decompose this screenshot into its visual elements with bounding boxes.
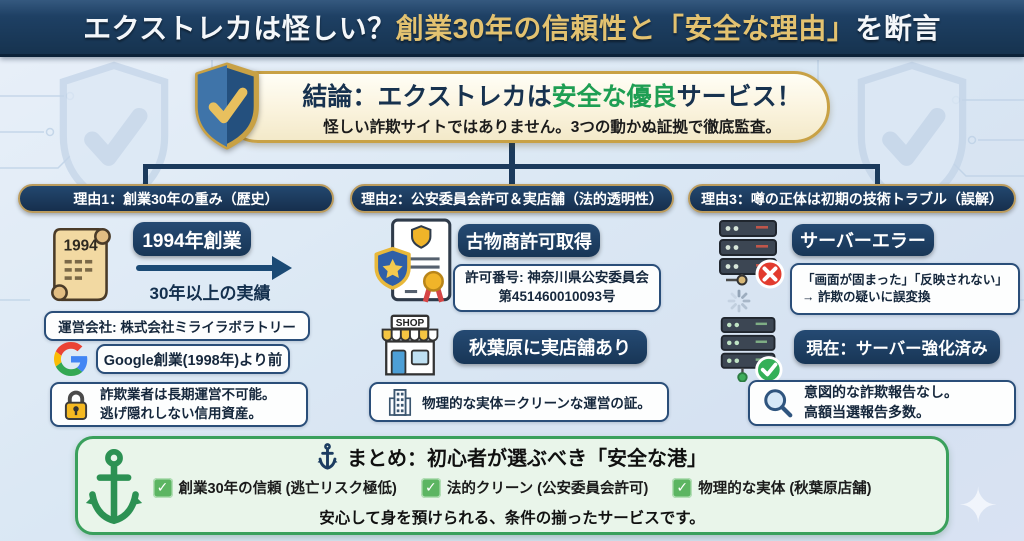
fraud-note-box: 詐欺業者は長期運営不可能。 逃げ隠れしない信用資産。 (50, 382, 308, 427)
permit-line2: 第451460010093号 (498, 289, 616, 304)
report-note-line1: 意図的な詐欺報告なし。 (804, 384, 958, 401)
summary-box (75, 436, 949, 535)
report-note-text: 意図的な詐欺報告なし。 高額当選報告多数。 (804, 383, 958, 422)
report-note-box: 意図的な詐欺報告なし。 高額当選報告多数。 (748, 380, 1016, 426)
conclusion-banner: 結論：エクストレカは安全な優良サービス！ 怪しい詐欺サイトではありません。3つの… (222, 71, 830, 143)
title-part-3: を断言 (855, 13, 941, 44)
shop-storefront-icon: SHOP (381, 314, 439, 376)
summary-check-item: ✓ 物理的な実体 (秋葉原店舗) (672, 477, 871, 498)
rumor-quote-line2: → 詐欺の疑いに誤変換 (802, 290, 931, 304)
conclusion-title: 結論：エクストレカは安全な優良サービス！ (302, 77, 801, 113)
summary-check-label: 創業30年の信頼 (逃亡リスク極低) (178, 481, 397, 497)
rumor-quote-box: 「画面が固まった」「反映されない」 → 詐欺の疑いに誤変換 (790, 263, 1020, 315)
checkbox-icon: ✓ (152, 477, 173, 498)
founded-1994-badge: 1994年創業 (133, 222, 251, 256)
magnifier-icon (764, 389, 793, 418)
summary-check-label: 法的クリーン (公安委員会許可) (446, 481, 649, 497)
building-icon (389, 389, 412, 416)
reason1-header: 理由1：創業30年の重み（歴史） (18, 184, 334, 213)
connector-line (509, 142, 515, 166)
timeline-arrow-head (272, 256, 292, 280)
scroll-year-label: 1994 (64, 238, 99, 255)
fraud-note-line1: 詐欺業者は長期運営不可能。 (100, 386, 276, 402)
conclusion-subtitle: 怪しい詐欺サイトではありません。3つの動かぬ証拠で徹底監査。 (323, 119, 781, 136)
conclusion-text-block: 結論：エクストレカは安全な優良サービス！ 怪しい詐欺サイトではありません。3つの… (283, 74, 821, 140)
rumor-quote-line1: 「画面が固まった」「反映されない」 (802, 272, 1008, 287)
title-part-2: 創業30年の信頼性と「安全な理由」 (395, 13, 856, 44)
scroll-1994-icon: 1994 (51, 227, 111, 302)
permit-number-text: 許可番号: 神奈川県公安委員会 第451460010093号 (465, 269, 649, 307)
sparkle-icon: ✦ (958, 480, 999, 533)
lock-icon (64, 390, 88, 420)
summary-title-row: まとめ：初心者が選ぶべき「安全な港」 (200, 442, 824, 471)
conclusion-highlight: 安全な優良 (551, 83, 677, 111)
server-fixed-badge: 現在：サーバー強化済み (794, 330, 1000, 364)
page-title: エクストレカは怪しい？創業30年の信頼性と「安全な理由」を断言 (83, 7, 941, 47)
permit-number-box: 許可番号: 神奈川県公安委員会 第451460010093号 (453, 264, 661, 312)
summary-check-item: ✓ 法的クリーン (公安委員会許可) (420, 477, 649, 498)
physical-note-text: 物理的な実体＝クリーンな運営の証。 (422, 396, 651, 411)
license-certificate-icon (374, 218, 452, 303)
title-part-1: エクストレカは怪しい？ (83, 13, 396, 44)
rumor-quote-text: 「画面が固まった」「反映されない」 → 詐欺の疑いに誤変換 (802, 272, 1008, 307)
watermark-shield-icon (857, 61, 967, 211)
google-note-box: Google創業(1998年)より前 (96, 344, 290, 374)
anchor-icon-small (317, 443, 338, 470)
checkbox-icon: ✓ (672, 477, 693, 498)
server-ok-icon (720, 316, 783, 382)
license-badge: 古物商許可取得 (458, 224, 600, 257)
shield-check-icon (195, 62, 259, 150)
company-box: 運営会社: 株式会社ミライラボラトリー (44, 311, 310, 341)
summary-footer: 安心して身を預けられる、条件の揃ったサービスです。 (319, 510, 705, 527)
conclusion-lead: 結論：エクストレカは (302, 83, 552, 111)
shop-sign-label: SHOP (396, 318, 425, 329)
fraud-note-text: 詐欺業者は長期運営不可能。 逃げ隠れしない信用資産。 (100, 386, 276, 424)
loading-spinner-icon (727, 289, 751, 313)
fraud-note-line2: 逃げ隠れしない信用資産。 (100, 405, 262, 421)
reason3-header: 理由3：噂の正体は初期の技術トラブル（誤解） (688, 184, 1016, 213)
connector-line (509, 164, 515, 186)
timeline-arrow (136, 265, 276, 271)
summary-check-label: 物理的な実体 (秋葉原店舗) (698, 481, 872, 497)
server-error-icon (719, 220, 785, 289)
permit-line1: 許可番号: 神奈川県公安委員会 (465, 270, 649, 286)
connector-line (875, 164, 880, 186)
reason2-header: 理由2：公安委員会許可＆実店舗（法的透明性） (350, 184, 674, 213)
summary-check-item: ✓ 創業30年の信頼 (逃亡リスク極低) (152, 477, 397, 498)
summary-checklist: ✓ 創業30年の信頼 (逃亡リスク極低) ✓ 法的クリーン (公安委員会許可) … (140, 477, 884, 498)
anchor-icon-large (85, 449, 143, 525)
physical-note-box: 物理的な実体＝クリーンな運営の証。 (369, 382, 669, 422)
track-record-label: 30年以上の実績 (149, 284, 271, 303)
connector-line (143, 164, 148, 186)
checkbox-icon: ✓ (420, 477, 441, 498)
store-badge: 秋葉原に実店舗あり (453, 330, 647, 364)
report-note-line2: 高額当選報告多数。 (804, 404, 930, 420)
server-error-badge: サーバーエラー (792, 224, 934, 256)
conclusion-tail: サービス！ (676, 83, 802, 111)
summary-title: まとめ：初心者が選ぶべき「安全な港」 (347, 448, 707, 470)
page-title-banner: エクストレカは怪しい？創業30年の信頼性と「安全な理由」を断言 (0, 0, 1024, 57)
google-logo-icon (54, 342, 88, 376)
